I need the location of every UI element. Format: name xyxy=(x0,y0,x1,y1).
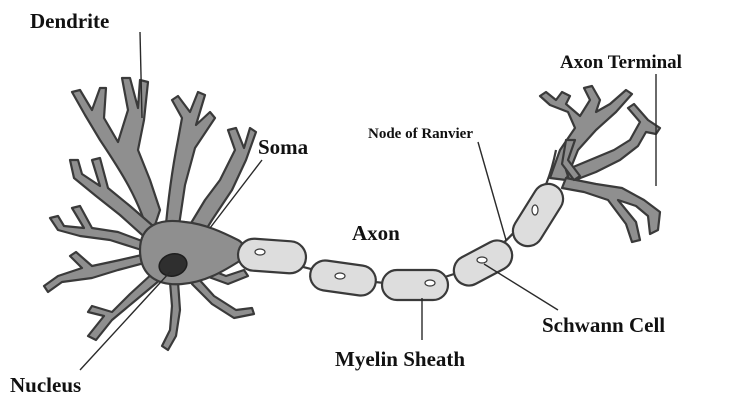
axon-terminal-branches xyxy=(540,86,660,242)
dendrite-branch xyxy=(88,272,160,340)
schwann-cell-segment xyxy=(449,235,518,291)
label-dendrite: Dendrite xyxy=(30,9,109,33)
nucleus-leader xyxy=(80,272,170,370)
label-myelin-sheath: Myelin Sheath xyxy=(335,347,465,371)
node-of-ranvier-leader xyxy=(478,142,506,240)
schwann-cell-leader xyxy=(484,264,558,310)
label-node-of-ranvier: Node of Ranvier xyxy=(368,126,473,142)
myelin-segments xyxy=(237,178,569,300)
terminal-branch xyxy=(562,178,660,242)
dendrite-branch xyxy=(162,282,180,350)
label-schwann-cell: Schwann Cell xyxy=(542,313,665,337)
label-nucleus: Nucleus xyxy=(10,373,81,396)
dendrite-branch xyxy=(44,252,148,292)
dendrites xyxy=(44,78,256,350)
schwann-cell-segment xyxy=(382,270,448,300)
schwann-cell-segment xyxy=(308,259,378,298)
label-soma: Soma xyxy=(258,135,309,159)
schwann-cell-segment xyxy=(237,238,307,275)
label-axon-terminal: Axon Terminal xyxy=(560,52,682,73)
schwann-cell-segment xyxy=(507,178,568,252)
label-axon: Axon xyxy=(352,221,400,245)
